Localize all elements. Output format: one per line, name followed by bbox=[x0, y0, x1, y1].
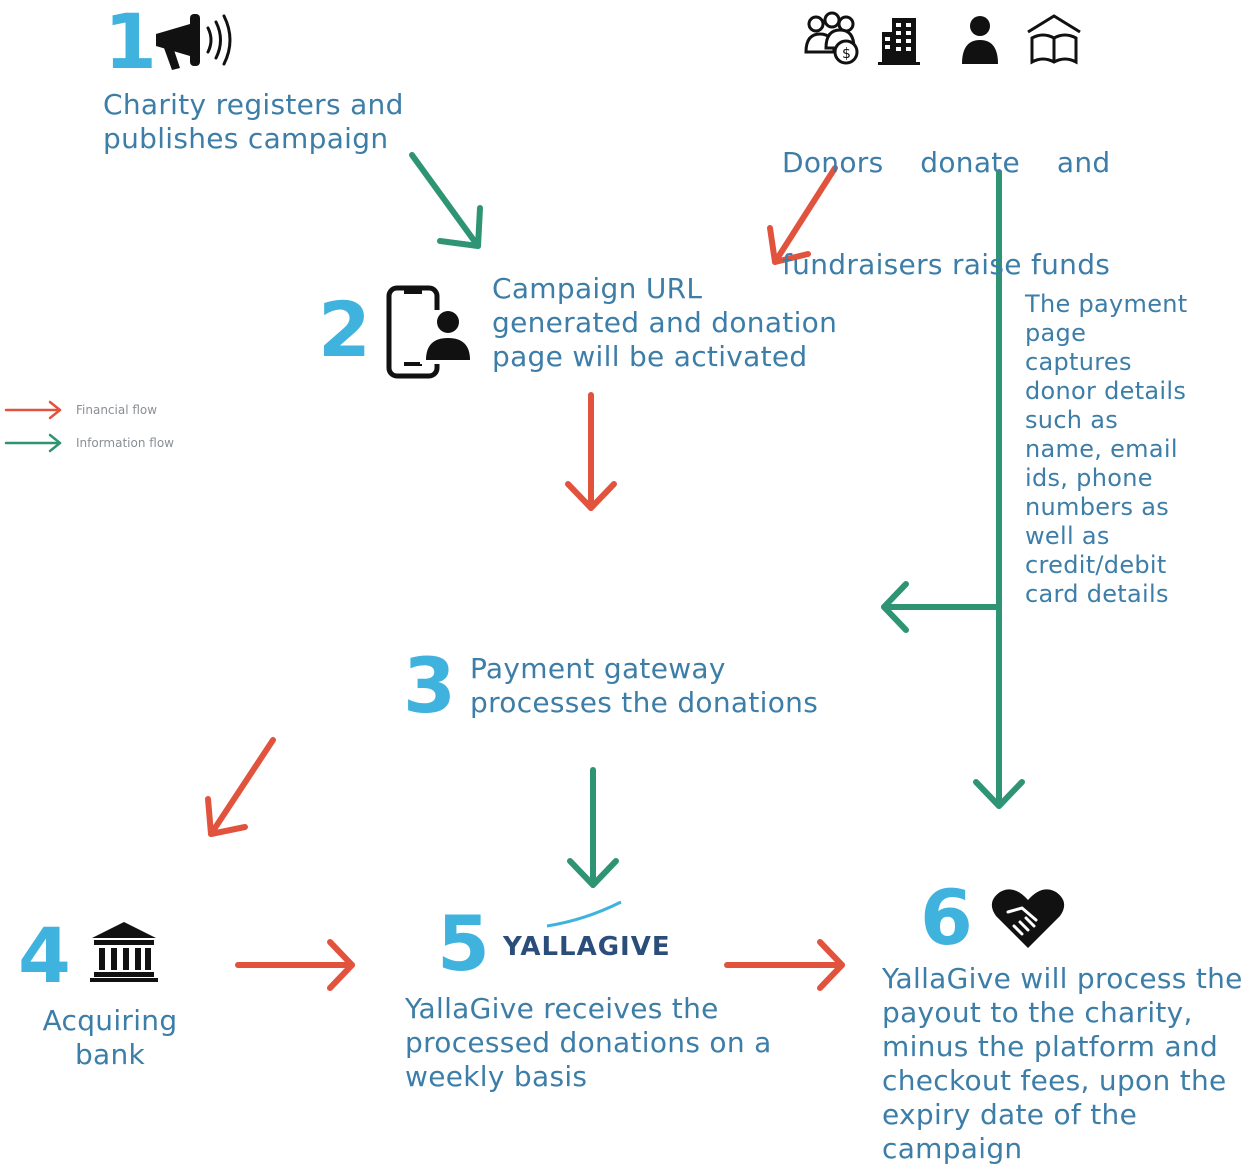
legend-information-label: Information flow bbox=[76, 436, 174, 450]
step-4-line: bank bbox=[74, 1038, 146, 1071]
handshake-heart-icon bbox=[991, 889, 1065, 948]
step-5-line: YallaGive receives the bbox=[405, 992, 719, 1025]
arrow-info-to-3 bbox=[881, 581, 1002, 633]
arrow-info-3-to-5 bbox=[567, 767, 619, 888]
step-3-line: Payment gateway bbox=[470, 652, 726, 685]
step-4-number: 4 bbox=[18, 911, 71, 1000]
payment-note-line: well as bbox=[1025, 522, 1110, 550]
step-4-line: Acquiring bbox=[42, 1004, 178, 1037]
step-2-line: page will be activated bbox=[492, 340, 808, 373]
payment-note-line: such as bbox=[1025, 406, 1119, 434]
step-1-text: Charity registers and publishes campaign bbox=[103, 88, 404, 156]
payment-note: The payment page captures donor details … bbox=[1025, 290, 1187, 609]
step-6-line: checkout fees, upon the bbox=[882, 1064, 1227, 1097]
step-6-number: 6 bbox=[920, 873, 973, 962]
payment-note-line: The payment bbox=[1025, 290, 1188, 318]
step-1-number: 1 bbox=[104, 0, 157, 86]
payment-note-line: numbers as bbox=[1025, 493, 1170, 521]
step-5-line: weekly basis bbox=[405, 1060, 588, 1093]
step-2-line: generated and donation bbox=[492, 306, 838, 339]
step-3-text: Payment gateway processes the donations bbox=[470, 652, 818, 720]
phone-user-icon bbox=[386, 285, 474, 379]
arrow-financial-2-to-3 bbox=[565, 392, 617, 511]
step-1-line: Charity registers and bbox=[103, 88, 404, 121]
step-3-line: processes the donations bbox=[470, 686, 819, 719]
legend-information-arrow bbox=[4, 433, 62, 453]
step-5-line: processed donations on a bbox=[405, 1026, 772, 1059]
payment-note-line: credit/debit bbox=[1025, 551, 1167, 579]
step-6-line: minus the platform and bbox=[882, 1030, 1219, 1063]
person-icon bbox=[962, 16, 998, 64]
svg-text:$: $ bbox=[842, 46, 851, 62]
building-icon bbox=[878, 18, 920, 65]
bank-icon bbox=[90, 922, 158, 982]
legend-financial-arrow bbox=[4, 400, 62, 420]
megaphone-icon bbox=[156, 14, 232, 70]
payment-note-line: donor details bbox=[1025, 377, 1187, 405]
donors-text: Donors donate and fundraisers raise fund… bbox=[782, 78, 1110, 316]
legend-financial-label: Financial flow bbox=[76, 403, 158, 417]
step-6-line: expiry date of the bbox=[882, 1098, 1138, 1131]
payment-note-line: page bbox=[1025, 319, 1087, 347]
arrow-financial-donors-to-2 bbox=[767, 165, 838, 265]
donors-money-icon: $ bbox=[804, 11, 859, 65]
step-4-text: Acquiring bank bbox=[30, 1004, 190, 1072]
arrow-financial-4-to-5 bbox=[235, 939, 355, 991]
yallagive-swoosh-icon bbox=[546, 900, 622, 928]
payment-note-line: name, email bbox=[1025, 435, 1178, 463]
step-6-text: YallaGive will process the payout to the… bbox=[882, 962, 1243, 1166]
step-2-text: Campaign URL generated and donation page… bbox=[492, 272, 837, 374]
yallagive-logo: YALLAGIVE bbox=[503, 932, 671, 962]
step-6-line: payout to the charity, bbox=[882, 996, 1193, 1029]
arrow-financial-5-to-6 bbox=[724, 939, 845, 991]
step-6-line: YallaGive will process the bbox=[882, 962, 1243, 995]
step-2-line: Campaign URL bbox=[492, 272, 703, 305]
donors-icons: $ bbox=[804, 11, 1081, 65]
payment-note-line: captures bbox=[1025, 348, 1132, 376]
arrow-info-donors-to-6 bbox=[973, 169, 1025, 809]
step-1-line: publishes campaign bbox=[103, 122, 389, 155]
arrow-info-1-to-2 bbox=[409, 152, 483, 249]
book-house-icon bbox=[1027, 14, 1081, 65]
step-2-number: 2 bbox=[318, 285, 371, 374]
donors-line: fundraisers raise funds bbox=[782, 248, 1111, 281]
step-5-number: 5 bbox=[437, 899, 490, 988]
step-6-line: campaign bbox=[882, 1132, 1023, 1165]
payment-note-line: ids, phone bbox=[1025, 464, 1153, 492]
arrow-financial-3-to-4 bbox=[205, 737, 276, 837]
step-5-text: YallaGive receives the processed donatio… bbox=[405, 992, 772, 1094]
payment-note-line: card details bbox=[1025, 580, 1169, 608]
donors-line: Donors donate and bbox=[782, 146, 1111, 179]
step-3-number: 3 bbox=[403, 641, 456, 730]
